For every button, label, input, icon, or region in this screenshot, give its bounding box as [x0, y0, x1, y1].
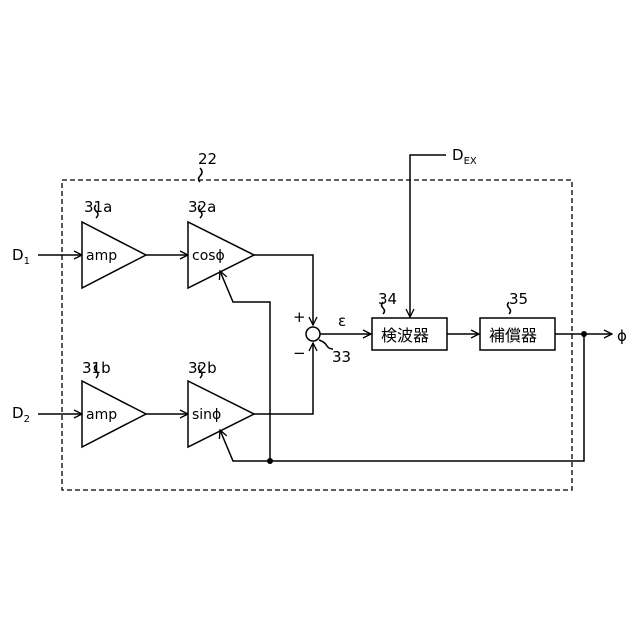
feedback-main-wire	[220, 334, 584, 461]
summer-minus-sign: −	[293, 344, 306, 362]
detector-text: 検波器	[381, 326, 429, 345]
input-d2-sub: 2	[24, 414, 30, 425]
compensator-text: 補償器	[489, 326, 537, 345]
input-dex-main: D	[452, 146, 464, 164]
input-d1-label: D1	[12, 246, 30, 267]
summer-ref: 33	[332, 348, 351, 366]
cos-block-ref: 32a	[188, 198, 216, 216]
summer-circle	[306, 327, 320, 341]
sin-block-ref: 32b	[188, 359, 217, 377]
amp-a-ref: 31a	[84, 198, 112, 216]
amp-a-text: amp	[86, 248, 117, 264]
feedback-to-cos-wire	[220, 271, 270, 461]
summer-plus-sign: +	[293, 308, 306, 326]
input-dex-sub: EX	[464, 156, 477, 167]
sin-block-text: sinϕ	[192, 407, 221, 423]
amp-b-text: amp	[86, 407, 117, 423]
summer-ref-leader	[319, 340, 333, 349]
input-d1-main: D	[12, 246, 24, 264]
input-dex-label: DEX	[452, 146, 477, 167]
detector-ref: 34	[378, 290, 397, 308]
output-label: ϕ	[617, 327, 627, 345]
amp-b-ref: 31b	[82, 359, 111, 377]
input-d2-label: D2	[12, 404, 30, 425]
input-d1-sub: 1	[24, 256, 30, 267]
error-signal-label: ε	[338, 312, 346, 330]
input-d2-main: D	[12, 404, 24, 422]
compensator-ref: 35	[509, 290, 528, 308]
outer-block-ref: 22	[198, 150, 217, 168]
cos-block-text: cosϕ	[192, 248, 225, 264]
dex-to-detector-wire	[410, 155, 446, 317]
